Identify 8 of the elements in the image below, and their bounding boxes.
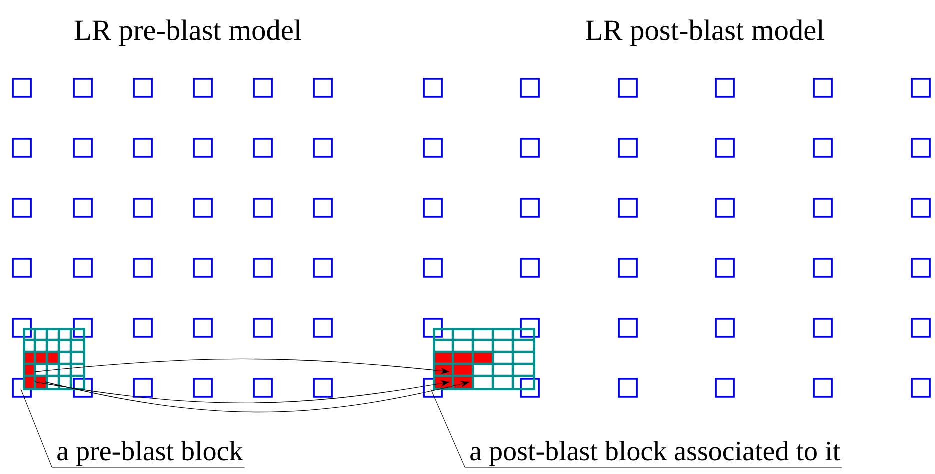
heading: LR post-blast model <box>586 20 824 46</box>
leader-line <box>430 388 842 468</box>
callout-text: a pre-blast block <box>58 441 244 466</box>
leader-line <box>20 388 246 468</box>
heading: LR pre-blast model <box>74 20 302 46</box>
cell-grid-block <box>432 326 536 390</box>
callout-text: a post-blast block associated to it <box>470 441 840 466</box>
cell-grid-block <box>22 326 86 390</box>
